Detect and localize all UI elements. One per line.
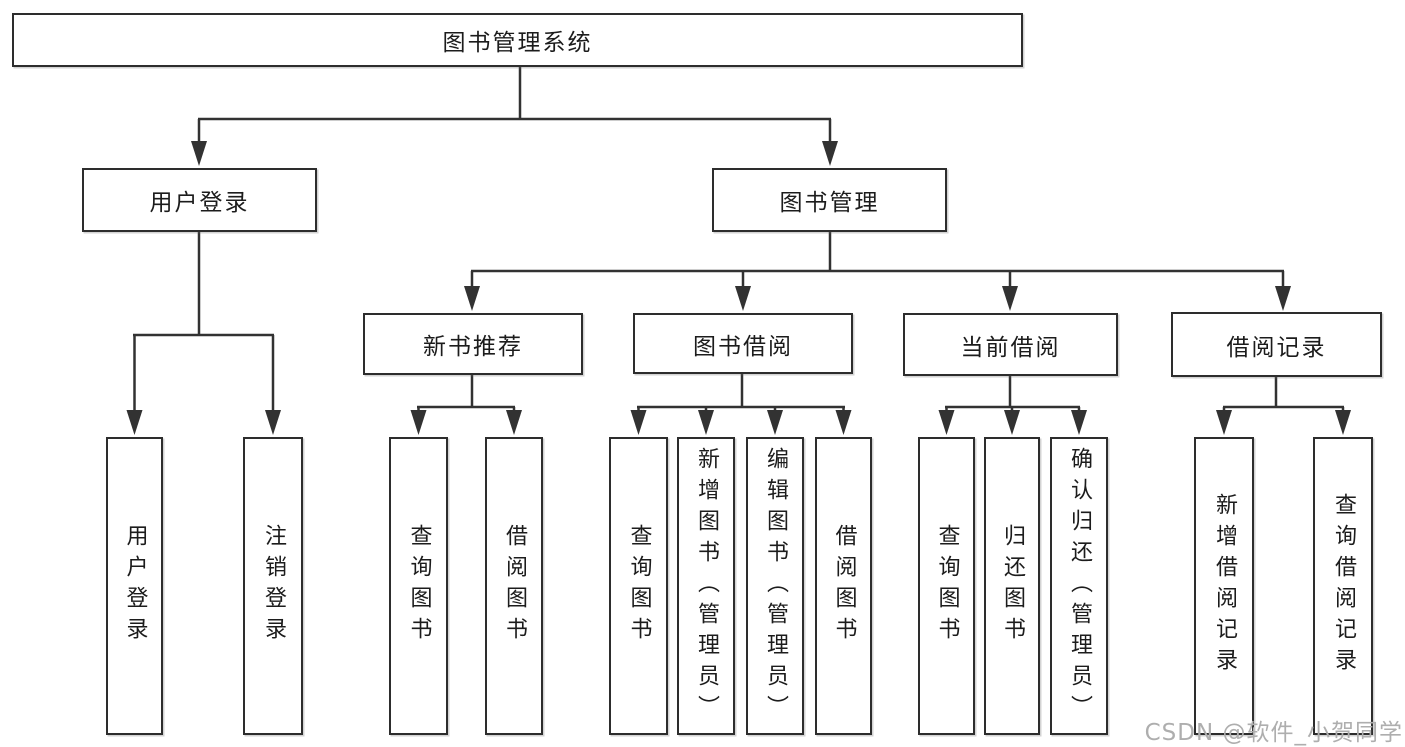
arrowhead-icon <box>698 410 714 435</box>
node-current-borrowing: 当前借阅 <box>903 313 1118 376</box>
node-leaf-confirm-return-admin: 确认归还（管理员） <box>1050 437 1108 735</box>
node-leaf-add-borrow-record-label: 新增借阅记录 <box>1212 493 1237 679</box>
node-leaf-confirm-return-admin-label: 确认归还（管理员） <box>1067 446 1092 726</box>
node-leaf-edit-books-admin-label: 编辑图书（管理员） <box>763 446 788 726</box>
arrowhead-icon <box>265 410 281 435</box>
node-leaf-query-books-1-label: 查询图书 <box>406 524 432 648</box>
node-leaf-query-books-1: 查询图书 <box>389 437 448 735</box>
arrowhead-icon <box>835 410 852 435</box>
node-leaf-query-books-3: 查询图书 <box>918 437 975 735</box>
arrowhead-icon <box>126 410 143 435</box>
node-leaf-add-books-admin: 新增图书（管理员） <box>677 437 735 735</box>
csdn-watermark: CSDN @软件_小贺同学 <box>1144 720 1403 746</box>
node-current-borrowing-label: 当前借阅 <box>960 334 1061 361</box>
node-leaf-query-books-3-label: 查询图书 <box>934 524 960 648</box>
node-leaf-borrow-books-2-label: 借阅图书 <box>831 524 857 648</box>
arrowhead-icon <box>1335 410 1351 435</box>
node-leaf-borrow-books-1: 借阅图书 <box>485 437 543 735</box>
arrowhead-icon <box>1071 410 1087 435</box>
node-user-login: 用户登录 <box>82 168 317 232</box>
node-leaf-query-books-2: 查询图书 <box>609 437 668 735</box>
node-user-login-label: 用户登录 <box>149 190 250 216</box>
node-leaf-add-borrow-record: 新增借阅记录 <box>1194 437 1254 735</box>
arrowhead-icon <box>822 141 838 166</box>
node-leaf-borrow-books-1-label: 借阅图书 <box>502 524 527 648</box>
node-leaf-query-books-2-label: 查询图书 <box>626 524 652 648</box>
node-leaf-logout: 注销登录 <box>243 437 303 735</box>
arrowhead-icon <box>1216 410 1232 435</box>
node-borrowing-records: 借阅记录 <box>1171 312 1382 377</box>
node-leaf-user-login: 用户登录 <box>106 437 163 735</box>
node-root-label: 图书管理系统 <box>442 30 593 56</box>
arrowhead-icon <box>735 286 751 311</box>
node-leaf-query-borrow-record-label: 查询借阅记录 <box>1331 493 1356 679</box>
arrowhead-icon <box>1275 286 1291 311</box>
node-borrowing-records-label: 借阅记录 <box>1226 334 1327 361</box>
arrowhead-icon <box>630 410 647 435</box>
arrowhead-icon <box>938 410 955 435</box>
node-book-borrowing-label: 图书借阅 <box>693 333 793 360</box>
arrowhead-icon <box>767 410 783 435</box>
node-leaf-add-books-admin-label: 新增图书（管理员） <box>694 446 719 726</box>
node-book-borrowing: 图书借阅 <box>633 313 853 374</box>
arrowhead-icon <box>506 410 522 435</box>
node-new-book-recommend: 新书推荐 <box>363 313 583 375</box>
arrowhead-icon <box>1002 286 1018 311</box>
node-leaf-return-books-label: 归还图书 <box>1000 524 1025 648</box>
node-leaf-edit-books-admin: 编辑图书（管理员） <box>746 437 804 735</box>
node-book-management-label: 图书管理 <box>779 190 880 216</box>
node-root: 图书管理系统 <box>12 13 1023 67</box>
node-leaf-user-login-label: 用户登录 <box>122 524 148 648</box>
node-leaf-query-borrow-record: 查询借阅记录 <box>1313 437 1373 735</box>
node-leaf-borrow-books-2: 借阅图书 <box>815 437 872 735</box>
arrowhead-icon <box>464 286 480 311</box>
arrowhead-icon <box>1004 410 1020 435</box>
node-leaf-logout-label: 注销登录 <box>261 524 286 648</box>
arrowhead-icon <box>410 410 427 435</box>
node-book-management: 图书管理 <box>712 168 947 232</box>
arrowhead-icon <box>191 141 207 166</box>
node-leaf-return-books: 归还图书 <box>984 437 1040 735</box>
node-new-book-recommend-label: 新书推荐 <box>423 334 523 360</box>
